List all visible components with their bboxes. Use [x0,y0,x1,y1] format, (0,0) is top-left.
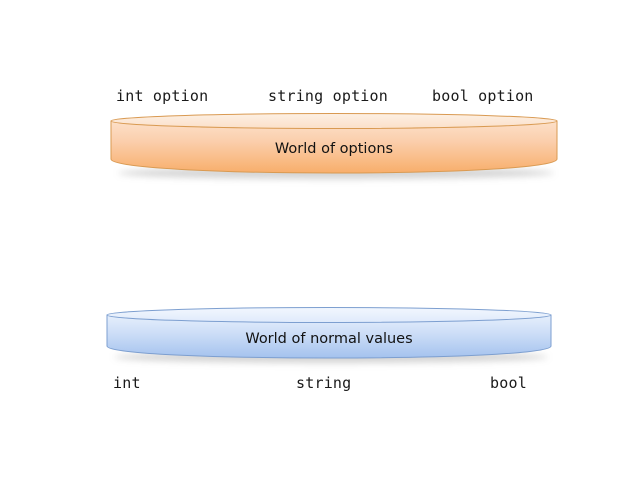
label-int-option: int option [116,87,209,105]
label-int: int [113,374,141,392]
cylinder-options-shape [110,113,558,174]
label-bool-option: bool option [432,87,534,105]
cylinder-options-caption: World of options [274,141,394,157]
label-string: string [296,374,352,392]
label-string-option: string option [268,87,388,105]
cylinder-values-caption: World of normal values [245,331,413,347]
cylinder-values-shape [106,307,552,359]
cylinder-world-of-options: World of options [110,113,558,179]
label-bool: bool [490,374,527,392]
cylinder-world-of-normal-values: World of normal values [106,307,552,363]
